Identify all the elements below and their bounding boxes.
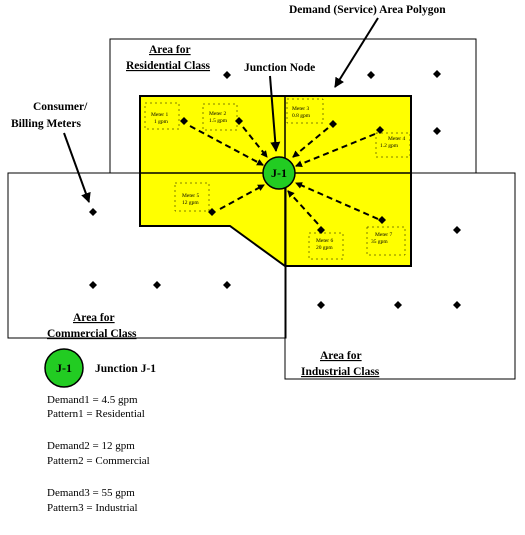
meter-3-name: Meter 3 (292, 106, 310, 112)
legend-demand3: Demand3 = 55 gpm (47, 487, 135, 499)
legend-demand1: Demand1 = 4.5 gpm (47, 394, 138, 406)
legend-pattern2: Pattern2 = Commercial (47, 455, 150, 467)
meter-diamond (89, 281, 97, 289)
legend-demand2: Demand2 = 12 gpm (47, 440, 135, 452)
meter-2-name: Meter 2 (209, 111, 227, 117)
commercial-area-label-line2: Commercial Class (47, 328, 137, 340)
meter-4-demand: 1.2 gpm (380, 143, 399, 149)
meter-diamond (153, 281, 161, 289)
meter-diamond (453, 301, 461, 309)
meter-6-label: Meter 6 20 gpm (308, 232, 344, 260)
meter-diamond (453, 226, 461, 234)
meter-diamond (223, 71, 231, 79)
meter-6-arrow (287, 190, 319, 225)
meter-7-label: Meter 7 35 gpm (366, 226, 406, 256)
meter-diamond (394, 301, 402, 309)
legend-junction-circle (44, 348, 84, 388)
meter-1-name: Meter 1 (151, 112, 169, 118)
meter-1-demand: 1 gpm (154, 119, 169, 125)
meter-diamonds (89, 70, 461, 309)
legend-pattern1: Pattern1 = Residential (47, 408, 145, 420)
meter-5-demand: 12 gpm (182, 200, 199, 206)
industrial-area-label-line2: Industrial Class (301, 366, 380, 378)
meter-diamond (367, 71, 375, 79)
meter-7-arrow (295, 182, 379, 220)
meter-5-diamond (208, 208, 216, 216)
meter-6-name: Meter 6 (316, 238, 334, 244)
legend-junction-caption: Junction J-1 (95, 363, 156, 375)
industrial-area-label-line1: Area for (320, 350, 362, 362)
meter-6-demand: 20 gpm (316, 245, 333, 251)
meter-flow-arrows (189, 125, 379, 225)
meter-4-label: Meter 4 1.2 gpm (375, 132, 411, 158)
junction-node-label: J-1 (271, 166, 287, 180)
meter-1-label: Meter 1 1 gpm (144, 102, 180, 130)
legend-pattern3: Pattern3 = Industrial (47, 502, 138, 514)
legend-junction: J-1 Junction J-1 (44, 348, 156, 388)
meter-diamond (89, 208, 97, 216)
consumer-meters-callout-line2: Billing Meters (11, 118, 81, 130)
demand-area-callout-arrow (334, 17, 379, 88)
residential-area-label-line2: Residential Class (126, 60, 211, 72)
junction-node-callout: Junction Node (244, 62, 315, 74)
meter-3-arrow (292, 127, 329, 158)
legend-junction-label: J-1 (56, 361, 72, 375)
meter-2-arrow (242, 126, 268, 158)
legend-demands: Demand1 = 4.5 gpm Pattern1 = Residential… (47, 394, 150, 514)
meter-diamond (433, 127, 441, 135)
meter-2-demand: 1.5 gpm (209, 118, 228, 124)
meter-diamond (223, 281, 231, 289)
meter-diamond (433, 70, 441, 78)
meter-6-diamond (317, 226, 325, 234)
meter-5-label: Meter 5 12 gpm (174, 182, 210, 212)
consumer-meters-callout-line1: Consumer/ (33, 101, 88, 113)
meter-7-diamond (378, 216, 386, 224)
meter-4-arrow (295, 133, 376, 167)
meter-5-name: Meter 5 (182, 193, 200, 199)
meter-1-arrow (189, 125, 264, 166)
junction-node-circle[interactable] (262, 156, 296, 190)
demand-area-callout: Demand (Service) Area Polygon (289, 4, 446, 16)
meter-5-arrow (219, 184, 265, 210)
meter-7-name: Meter 7 (375, 232, 393, 238)
meter-7-demand: 35 gpm (371, 239, 388, 245)
meter-3-diamond (329, 120, 337, 128)
junction-node[interactable]: J-1 (262, 156, 296, 190)
junction-node-callout-arrow (269, 75, 281, 152)
meter-label-boxes: Meter 1 1 gpm Meter 2 1.5 gpm Meter 3 0.… (144, 98, 411, 260)
meter-4-diamond (376, 126, 384, 134)
meter-3-demand: 0.8 gpm (292, 113, 311, 119)
meter-2-diamond (235, 117, 243, 125)
meter-3-label: Meter 3 0.8 gpm (286, 98, 324, 124)
meter-diamond (317, 301, 325, 309)
residential-area-label-line1: Area for (149, 44, 191, 56)
meter-1-diamond (180, 117, 188, 125)
commercial-area-label-line1: Area for (73, 312, 115, 324)
meter-4-name: Meter 4 (388, 136, 406, 142)
consumer-meters-callout-arrow (63, 132, 91, 203)
meter-2-label: Meter 2 1.5 gpm (202, 103, 238, 131)
